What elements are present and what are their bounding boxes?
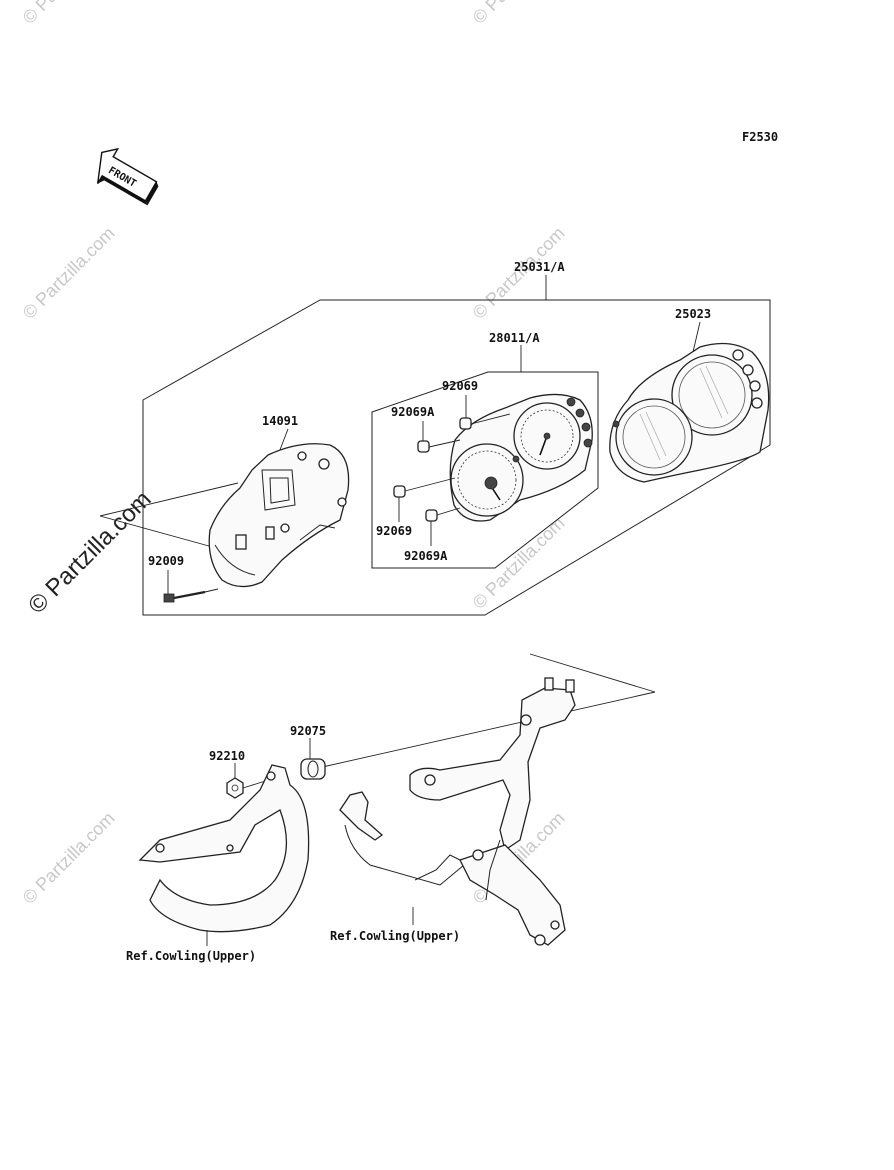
grommet — [417, 440, 430, 453]
watermark-text: © Partzilla.com — [19, 223, 119, 323]
meter-case-top — [609, 342, 770, 483]
grommet — [459, 417, 472, 430]
grommet — [393, 485, 406, 498]
label-grommet-1: 92069 — [442, 379, 478, 393]
label-grommet-4: 92069A — [404, 549, 448, 563]
label-grommet-3: 92069 — [376, 524, 412, 538]
label-ref-left: Ref.Cowling(Upper) — [126, 949, 256, 963]
watermark-main: © Partzilla.com — [23, 486, 156, 619]
label-case-top: 25023 — [675, 307, 711, 321]
label-meter-unit: 28011/A — [489, 331, 540, 345]
meter-unit — [449, 393, 593, 522]
meter-case-bottom — [208, 443, 350, 588]
label-nut: 92210 — [209, 749, 245, 763]
label-case-bottom: 14091 — [262, 414, 298, 428]
label-assembly: 25031/A — [514, 260, 565, 274]
damper — [300, 738, 326, 780]
label-screw: 92009 — [148, 554, 184, 568]
label-damper: 92075 — [290, 724, 326, 738]
assembly-outline — [142, 299, 771, 616]
watermark-text: © Partzilla.com — [19, 0, 119, 28]
diagram-code: F2530 — [742, 130, 778, 144]
grommets — [393, 395, 511, 546]
watermark-text: © Partzilla.com — [19, 808, 119, 908]
right-bracket — [339, 677, 576, 946]
label-grommet-2: 92069A — [391, 405, 435, 419]
meter-unit-outline — [371, 371, 599, 569]
watermark-text: © Partzilla.com — [469, 0, 569, 28]
front-arrow-icon: FRONT — [96, 147, 159, 206]
watermark-text: © Partzilla.com — [469, 513, 569, 613]
label-ref-right: Ref.Cowling(Upper) — [330, 929, 460, 943]
screw — [163, 570, 219, 603]
grommet — [425, 509, 438, 522]
left-bracket — [138, 764, 310, 946]
